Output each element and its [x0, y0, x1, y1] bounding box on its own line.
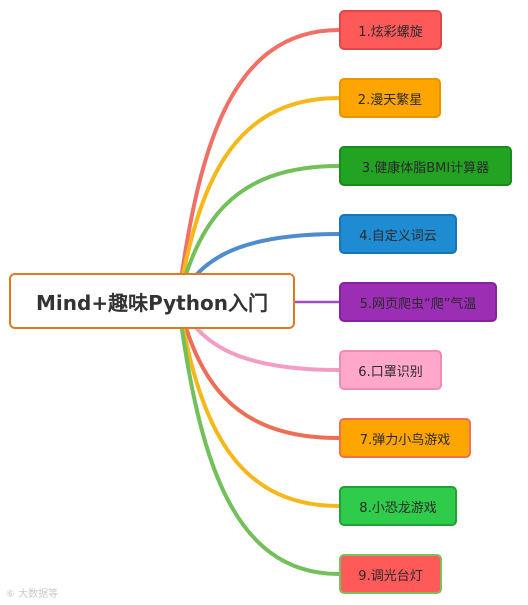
- branch-topic-6[interactable]: 6.口罩识别: [339, 350, 442, 390]
- branch-topic-1[interactable]: 1.炫彩螺旋: [339, 10, 442, 50]
- branch-topic-9[interactable]: 9.调光台灯: [339, 554, 442, 594]
- branch-topic-label: 4.自定义词云: [359, 228, 437, 244]
- root-topic[interactable]: Mind+趣味Python入门: [9, 273, 295, 329]
- watermark: ⑥ 大数据等: [6, 589, 59, 600]
- branch-topic-7[interactable]: 7.弹力小鸟游戏: [339, 418, 471, 458]
- connector-9: [176, 299, 341, 576]
- branch-topic-label: 6.口罩识别: [358, 364, 423, 380]
- branch-topic-label: 9.调光台灯: [358, 568, 423, 584]
- connector-1: [176, 28, 341, 303]
- branch-topic-label: 8.小恐龙游戏: [359, 500, 437, 516]
- root-topic-label: Mind+趣味Python入门: [36, 290, 268, 315]
- connector-8: [176, 299, 341, 508]
- branch-topic-4[interactable]: 4.自定义词云: [339, 214, 457, 254]
- branch-topic-2[interactable]: 2.漫天繁星: [339, 78, 441, 118]
- branch-topic-label: 7.弹力小鸟游戏: [359, 432, 451, 448]
- branch-topic-3[interactable]: 3.健康体脂BMI计算器: [339, 146, 512, 186]
- branch-topic-label: 3.健康体脂BMI计算器: [361, 160, 490, 176]
- branch-topic-label: 2.漫天繁星: [357, 92, 423, 108]
- connector-7: [176, 299, 341, 440]
- branch-topic-8[interactable]: 8.小恐龙游戏: [339, 486, 457, 526]
- branch-topic-label: 1.炫彩螺旋: [358, 24, 423, 40]
- branch-topic-5[interactable]: 5.网页爬虫“爬”气温: [339, 282, 497, 322]
- connector-2: [176, 96, 341, 303]
- branch-topic-label: 5.网页爬虫“爬”气温: [359, 296, 477, 312]
